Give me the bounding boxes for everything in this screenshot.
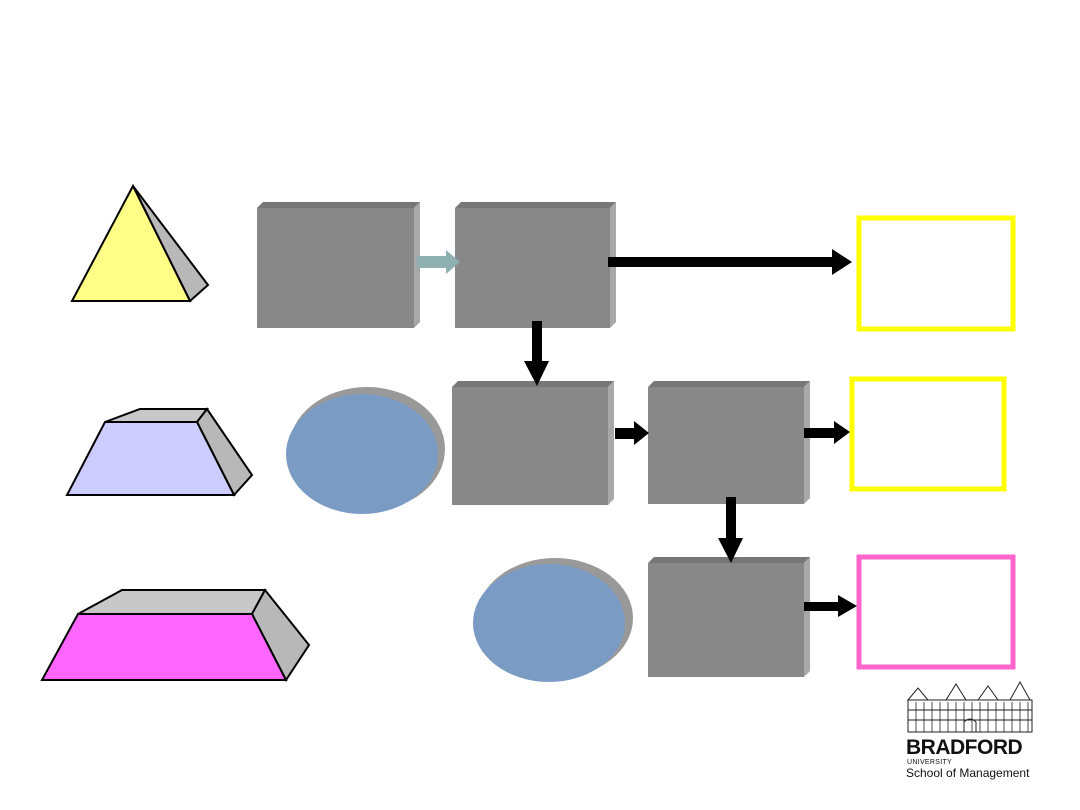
process-box-2 [455,202,616,328]
logo-school: School of Management [906,766,1030,780]
bradford-logo: BRADFORD UNIVERSITY School of Management [900,680,1040,780]
arrow-box4-to-box5 [718,497,743,563]
process-box-1 [257,202,420,328]
logo-wordmark: BRADFORD [906,736,1023,759]
pyramid-shape [70,183,210,303]
building-illustration [906,680,1033,733]
output-box-2 [849,376,1007,492]
process-box-5 [648,557,810,677]
process-box-4 [648,381,810,504]
arrow-box2-to-box3 [524,321,549,386]
arrow-box1-to-box2 [417,250,460,274]
output-box-1 [856,215,1016,332]
ellipse-2 [473,558,633,682]
process-box-3 [452,381,614,505]
arrow-box2-to-output1 [608,249,852,275]
arrow-box4-to-output2 [804,421,850,444]
trapezoid-shape [65,407,254,497]
wide-trapezoid-shape [40,588,311,682]
output-box-3 [856,554,1016,670]
arrow-box5-to-output3 [804,595,857,617]
arrow-box3-to-box4 [615,421,649,445]
logo-university: UNIVERSITY [907,759,953,766]
ellipse-1 [286,387,445,514]
